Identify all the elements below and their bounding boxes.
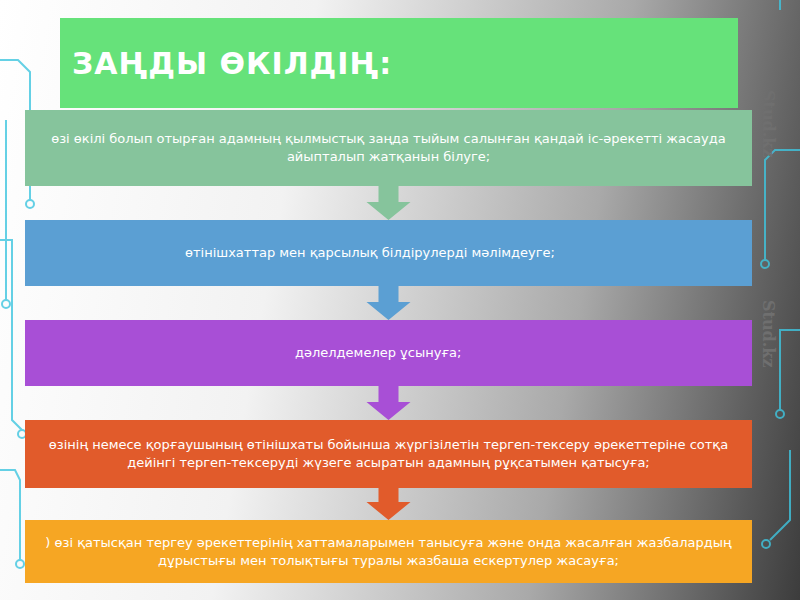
circuit-line — [0, 240, 22, 430]
band-text: ) өзі қатысқан тергеу әрекеттерінің хатт… — [39, 534, 738, 569]
title-text: ЗАҢДЫ ӨКІЛДІҢ: — [72, 46, 392, 81]
process-band: дәлелдемелер ұсынуға; — [25, 320, 752, 386]
process-band: ) өзі қатысқан тергеу әрекеттерінің хатт… — [25, 520, 752, 583]
circuit-node — [762, 540, 770, 548]
flow-arrow — [367, 488, 411, 520]
circuit-line — [770, 450, 790, 540]
flow-arrow — [367, 286, 411, 320]
flow-arrow — [367, 186, 411, 220]
circuit-line — [779, 0, 781, 10]
band-text: өзінің немесе қорғаушының өтінішхаты бой… — [39, 436, 738, 471]
circuit-line — [5, 120, 7, 300]
process-band: өзі өкілі болып отырған адамның қылмысты… — [25, 110, 752, 186]
circuit-node — [776, 410, 784, 418]
band-text: өтінішхаттар мен қарсылық білдірулерді м… — [185, 244, 555, 262]
process-band: өзінің немесе қорғаушының өтінішхаты бой… — [25, 420, 752, 488]
title-box: ЗАҢДЫ ӨКІЛДІҢ: — [60, 18, 738, 108]
circuit-node — [761, 260, 769, 268]
circuit-node — [16, 560, 24, 568]
watermark: Stud.kz — [759, 90, 778, 158]
band-text: өзі өкілі болып отырған адамның қылмысты… — [39, 130, 738, 165]
watermark: Stud.kz — [759, 300, 778, 368]
circuit-line — [780, 330, 800, 410]
circuit-node — [26, 200, 34, 208]
circuit-line — [0, 470, 20, 560]
circuit-line — [765, 150, 800, 260]
band-text: дәлелдемелер ұсынуға; — [295, 344, 461, 362]
flow-arrow — [367, 386, 411, 420]
circuit-node — [2, 300, 10, 308]
process-band: өтінішхаттар мен қарсылық білдірулерді м… — [25, 220, 752, 286]
